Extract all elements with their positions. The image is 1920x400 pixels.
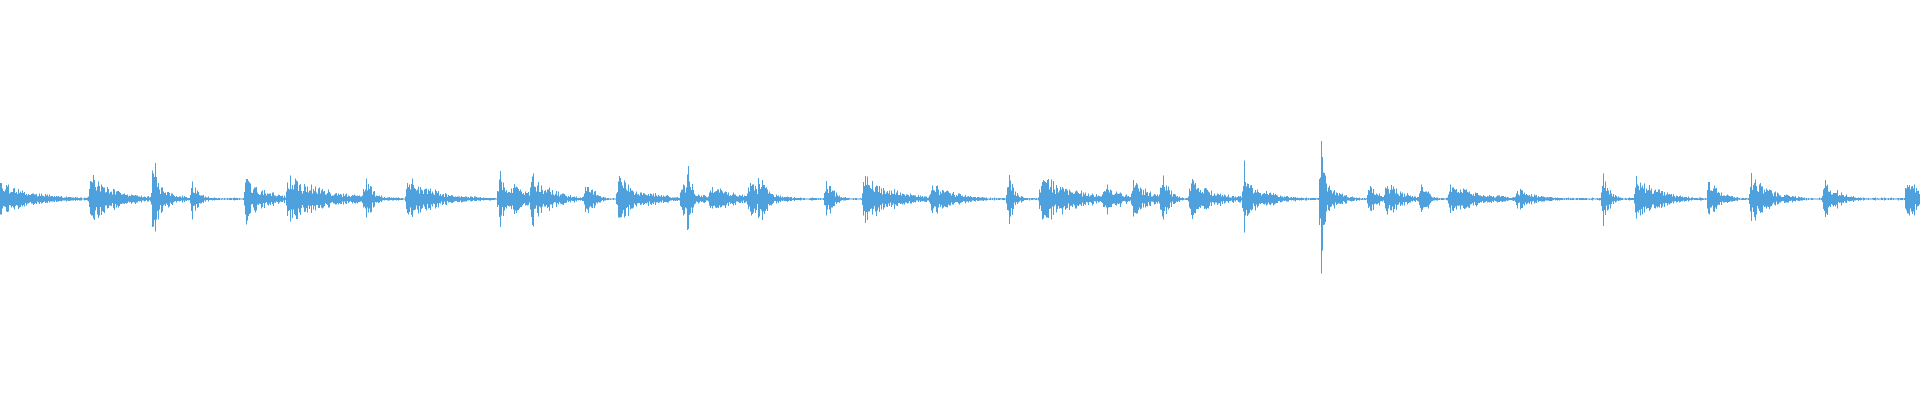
waveform-trace bbox=[0, 141, 1920, 274]
